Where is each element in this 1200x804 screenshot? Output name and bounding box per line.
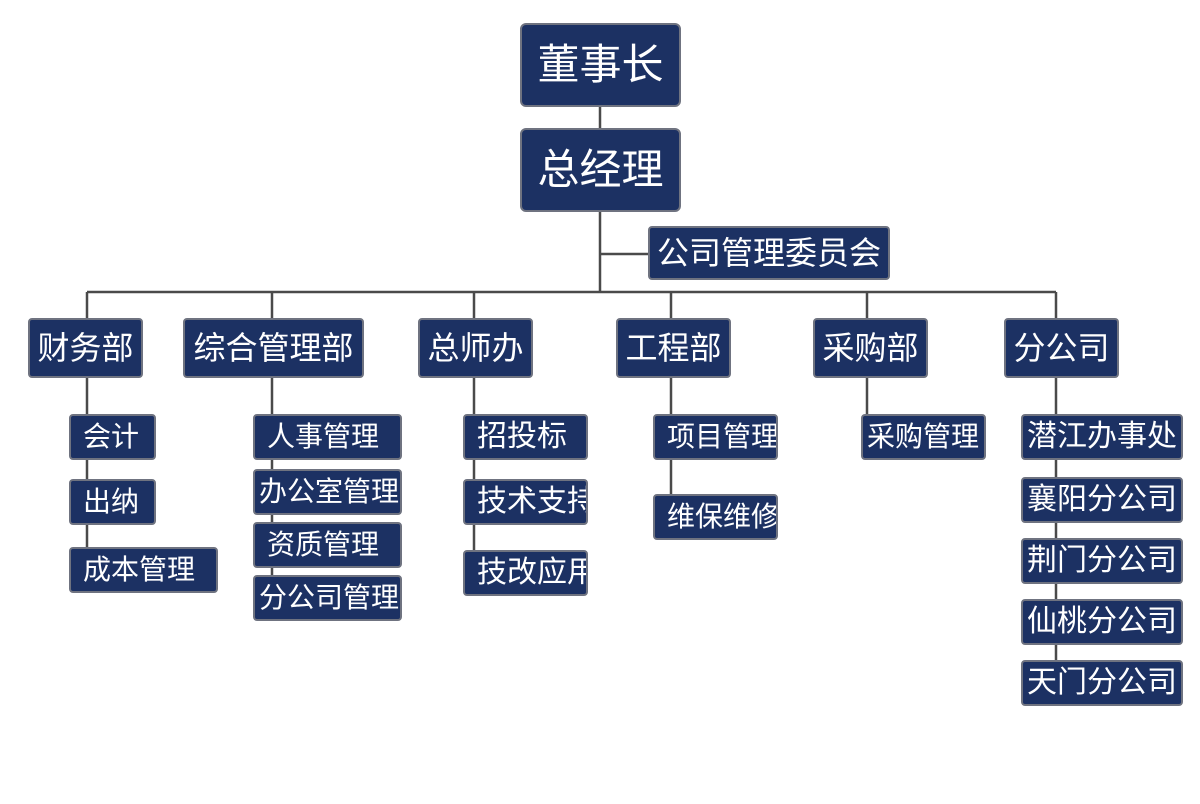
child-tech-improvement-application[interactable]: 技改应用 (463, 550, 588, 596)
child-branch-management[interactable]: 分公司管理 (253, 575, 402, 621)
committee-node[interactable]: 公司管理委员会 (648, 226, 890, 280)
chairman-node[interactable]: 董事长 (520, 23, 681, 107)
child-cost-management[interactable]: 成本管理 (69, 547, 218, 593)
child-personnel-management[interactable]: 人事管理 (253, 414, 402, 460)
child-xiantao-branch[interactable]: 仙桃分公司 (1021, 599, 1183, 645)
child-bidding[interactable]: 招投标 (463, 414, 588, 460)
child-tianmen-branch[interactable]: 天门分公司 (1021, 660, 1183, 706)
child-accounting[interactable]: 会计 (69, 414, 156, 460)
child-qualification-management[interactable]: 资质管理 (253, 522, 402, 568)
department-finance[interactable]: 财务部 (28, 318, 143, 378)
department-branch-company[interactable]: 分公司 (1004, 318, 1119, 378)
child-project-management[interactable]: 项目管理 (653, 414, 778, 460)
child-cashier[interactable]: 出纳 (69, 479, 156, 525)
department-general-admin[interactable]: 综合管理部 (183, 318, 364, 378)
child-technical-support[interactable]: 技术支持 (463, 479, 588, 525)
child-xiangyang-branch[interactable]: 襄阳分公司 (1021, 477, 1183, 523)
department-chief-engineer-office[interactable]: 总师办 (418, 318, 533, 378)
department-purchasing[interactable]: 采购部 (813, 318, 928, 378)
child-procurement-management[interactable]: 采购管理 (861, 414, 986, 460)
child-qianjiang-office[interactable]: 潜江办事处 (1021, 414, 1183, 460)
department-engineering[interactable]: 工程部 (616, 318, 731, 378)
child-office-management[interactable]: 办公室管理 (253, 469, 402, 515)
general-manager-node[interactable]: 总经理 (520, 128, 681, 212)
child-maintenance-repair[interactable]: 维保维修 (653, 494, 778, 540)
child-jingmen-branch[interactable]: 荆门分公司 (1021, 538, 1183, 584)
